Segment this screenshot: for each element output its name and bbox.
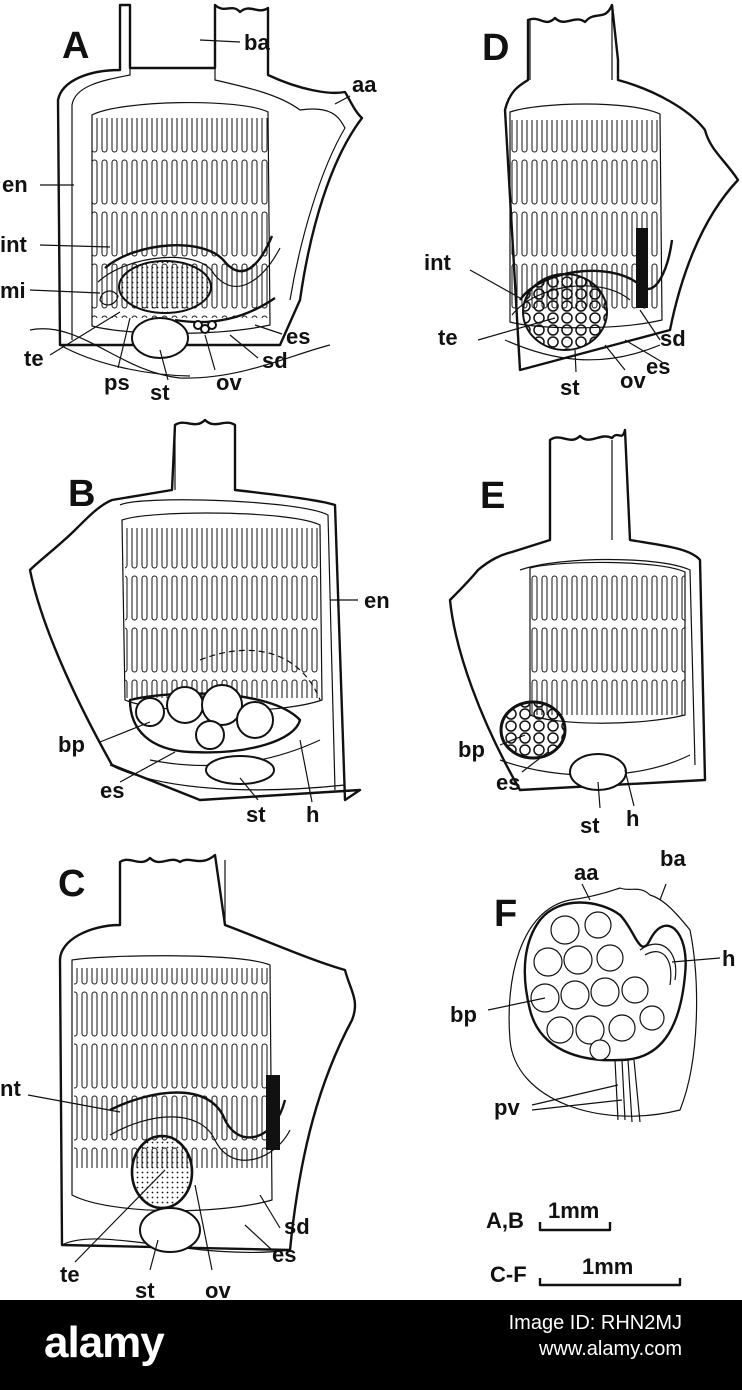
panel-label-c: C (58, 863, 85, 905)
label-a-mi: mi (0, 278, 26, 303)
label-a-ps: ps (104, 370, 130, 395)
label-c-st: st (135, 1278, 155, 1300)
watermark-footer: alamy Image ID: RHN2MJ www.alamy.com (0, 1300, 742, 1390)
panel-label-d: D (482, 27, 509, 69)
label-f-h: h (722, 946, 735, 971)
label-a-ov: ov (216, 370, 242, 395)
label-a-sd: sd (262, 348, 288, 373)
scale-cf-prefix: C-F (490, 1262, 527, 1287)
panel-d: D int te sd es st ov (424, 5, 738, 400)
panel-e: E bp es st h (450, 430, 705, 838)
label-e-st: st (580, 813, 600, 838)
label-a-aa: aa (352, 72, 377, 97)
label-d-ov: ov (620, 368, 646, 393)
panel-label-f: F (494, 893, 517, 935)
label-b-en: en (364, 588, 390, 613)
label-d-st: st (560, 375, 580, 400)
label-a-int: int (0, 232, 28, 257)
label-a-ba: ba (244, 30, 270, 55)
scale-bars: A,B 1mm C-F 1mm (486, 1198, 680, 1287)
label-c-sd: sd (284, 1214, 310, 1239)
label-e-h: h (626, 806, 639, 831)
panel-label-b: B (68, 473, 95, 515)
label-d-sd: sd (660, 326, 686, 351)
figure-svg: A ba aa en int mi (0, 0, 742, 1300)
label-a-en: en (2, 172, 28, 197)
figure-plate: A ba aa en int mi (0, 0, 742, 1300)
image-url: www.alamy.com (509, 1336, 682, 1362)
label-a-te: te (24, 346, 44, 371)
label-b-st: st (246, 802, 266, 827)
label-b-h: h (306, 802, 319, 827)
label-a-es: es (286, 324, 310, 349)
scale-ab-text: 1mm (548, 1198, 599, 1223)
label-a-st: st (150, 380, 170, 405)
label-c-nt: nt (0, 1076, 21, 1101)
scale-cf-text: 1mm (582, 1254, 633, 1279)
label-f-aa: aa (574, 860, 599, 885)
label-b-bp: bp (58, 732, 85, 757)
label-e-es: es (496, 770, 520, 795)
label-f-ba: ba (660, 846, 686, 871)
label-d-es: es (646, 354, 670, 379)
panel-label-a: A (62, 25, 89, 67)
label-c-es: es (272, 1242, 296, 1267)
panel-f: F aa ba h bp pv (450, 846, 735, 1122)
image-id: Image ID: RHN2MJ (509, 1310, 682, 1336)
panel-a: A ba aa en int mi (0, 5, 377, 405)
label-c-ov: ov (205, 1278, 231, 1300)
label-d-int: int (424, 250, 452, 275)
label-b-es: es (100, 778, 124, 803)
label-c-te: te (60, 1262, 80, 1287)
panel-label-e: E (480, 475, 505, 517)
alamy-logo: alamy (44, 1318, 164, 1368)
label-e-bp: bp (458, 737, 485, 762)
label-f-bp: bp (450, 1002, 477, 1027)
scale-ab-prefix: A,B (486, 1208, 524, 1233)
label-f-pv: pv (494, 1095, 520, 1120)
panel-c: C nt sd es te st ov (0, 855, 355, 1300)
image-id-block: Image ID: RHN2MJ www.alamy.com (509, 1310, 682, 1362)
panel-b: B en bp es st h (30, 420, 390, 827)
label-d-te: te (438, 325, 458, 350)
